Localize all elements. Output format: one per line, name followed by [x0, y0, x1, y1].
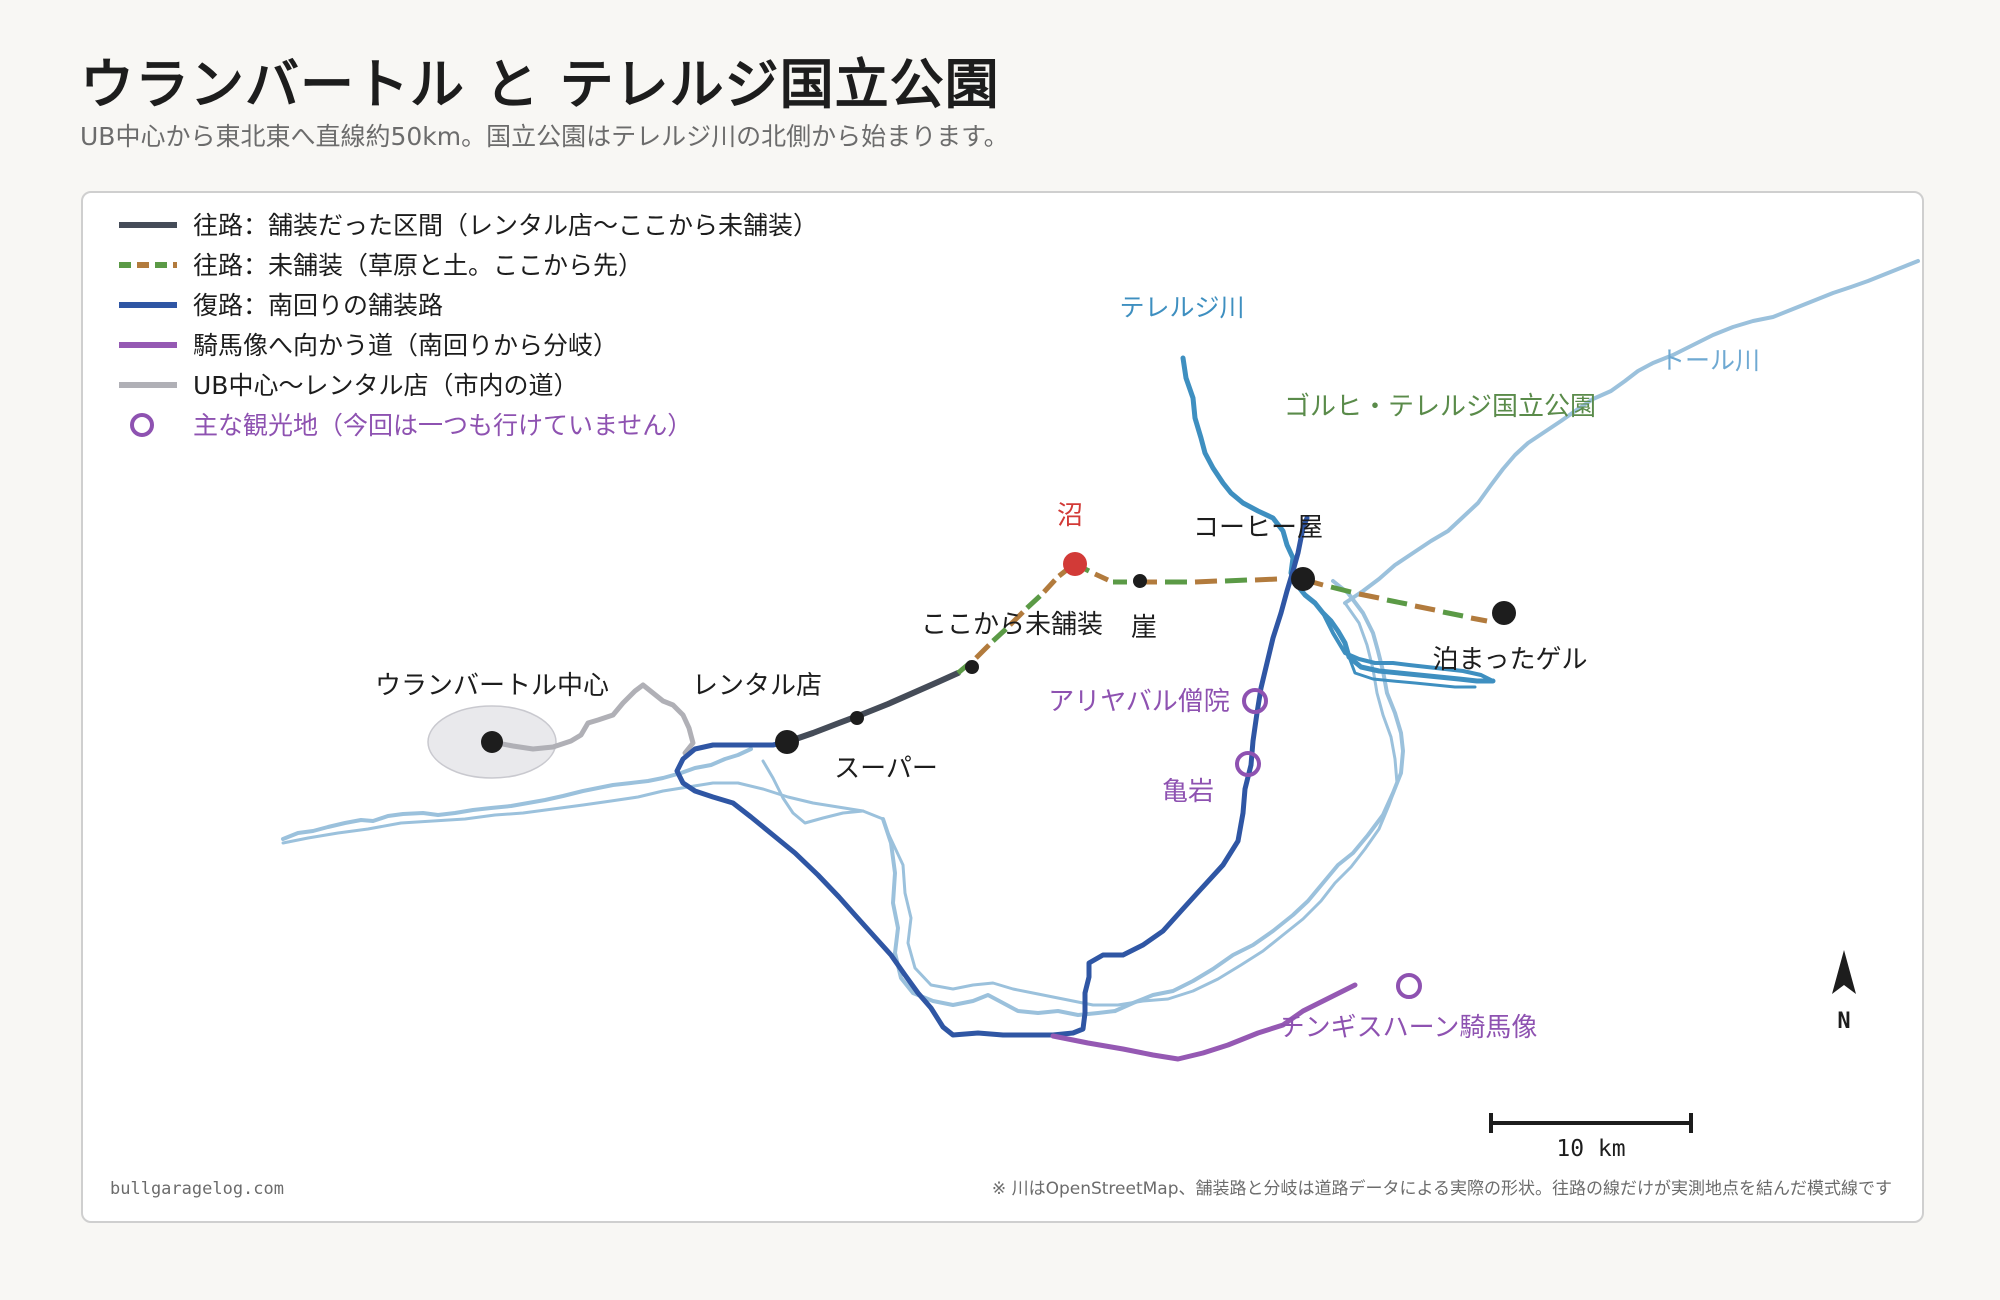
legend-label-return: 復路：南回りの舗装路	[193, 291, 443, 320]
statue-road	[1050, 982, 1358, 1062]
marker-coffee	[1291, 567, 1315, 591]
scale-label: 10 km	[1556, 1136, 1625, 1162]
sight-turtle-rock-icon	[1235, 751, 1261, 777]
marker-unpaved-start	[965, 660, 979, 674]
label-super: スーパー	[834, 754, 938, 784]
label-swamp: 沼	[1057, 501, 1083, 531]
roads	[489, 515, 1488, 1062]
legend-label-city-road: UB中心〜レンタル店（市内の道）	[193, 371, 578, 400]
legend: 往路：舗装だった区間（レンタル店〜ここから未舗装） 往路：未舗装（草原と土。ここ…	[119, 211, 818, 440]
unpaved-outbound	[956, 562, 1488, 675]
credit: bullgaragelog.com	[110, 1179, 284, 1199]
marker-ger	[1492, 601, 1516, 625]
sight-aryapala-icon	[1242, 688, 1268, 714]
labels: ウランバートル中心 レンタル店 スーパー ここから未舗装 沼 崖 コーヒー屋 泊…	[375, 293, 1760, 1043]
legend-label-unpaved: 往路：未舗装（草原と土。ここから先）	[193, 251, 643, 280]
legend-label-sights: 主な観光地（今回は一つも行けていません）	[193, 411, 692, 440]
map-canvas: 往路：舗装だった区間（レンタル店〜ここから未舗装） 往路：未舗装（草原と土。ここ…	[110, 211, 1920, 1199]
label-tuul-river: トール川	[1660, 346, 1760, 375]
sight-statue-icon	[1396, 973, 1422, 999]
label-coffee: コーヒー屋	[1193, 513, 1323, 543]
label-park: ゴルヒ・テレルジ国立公園	[1284, 392, 1596, 422]
label-statue: チンギスハーン騎馬像	[1279, 1013, 1538, 1043]
page-title: ウランバートル と テレルジ国立公園	[80, 53, 1000, 116]
label-ger: 泊まったゲル	[1433, 645, 1588, 675]
marker-ub-center	[481, 731, 503, 753]
page-subtitle: UB中心から東北東へ直線約50km。国立公園はテレルジ川の北側から始まります。	[80, 122, 1009, 151]
label-cliff: 崖	[1131, 613, 1157, 643]
tuul-river-center	[881, 817, 1117, 1017]
footnote: ※ 川はOpenStreetMap、舗装路と分岐は道路データによる実際の形状。往…	[992, 1178, 1892, 1199]
map-card: 往路：舗装だった区間（レンタル店〜ここから未舗装） 往路：未舗装（草原と土。ここ…	[81, 191, 1924, 1223]
return-route	[674, 515, 1310, 1038]
tuul-river-center-b	[886, 831, 1120, 1007]
terelj-river-c	[1347, 655, 1477, 689]
north-arrow-icon: N	[1832, 950, 1856, 1034]
tuul-river-west-b	[281, 781, 885, 845]
tuul-river-northeast	[1343, 259, 1920, 605]
marker-swamp	[1063, 552, 1087, 576]
terelj-river-b	[1321, 611, 1495, 683]
marker-super	[850, 711, 864, 725]
marker-cliff	[1133, 574, 1147, 588]
label-turtle-rock: 亀岩	[1162, 777, 1214, 807]
label-unpaved-start: ここから未舗装	[921, 610, 1103, 640]
markers	[481, 552, 1516, 999]
tuul-river-east-loop	[1113, 579, 1405, 1013]
legend-label-paved-outbound: 往路：舗装だった区間（レンタル店〜ここから未舗装）	[193, 211, 818, 240]
label-rental: レンタル店	[692, 671, 822, 701]
legend-sight-ring-icon	[130, 413, 154, 437]
label-terelj-river: テレルジ川	[1119, 293, 1244, 322]
label-aryapala: アリヤバル僧院	[1048, 687, 1229, 717]
tributary-super	[761, 759, 865, 825]
city-road	[489, 682, 696, 756]
paved-outbound	[784, 670, 961, 745]
compass-label: N	[1837, 1009, 1850, 1034]
tuul-river-west	[281, 747, 753, 841]
tuul-river-east-loop-b	[1116, 601, 1399, 1007]
marker-rental	[775, 730, 799, 754]
legend-label-statue-road: 騎馬像へ向かう道（南回りから分岐）	[193, 331, 618, 360]
label-ub-center: ウランバートル中心	[375, 671, 609, 701]
scale-bar	[1489, 1113, 1693, 1133]
